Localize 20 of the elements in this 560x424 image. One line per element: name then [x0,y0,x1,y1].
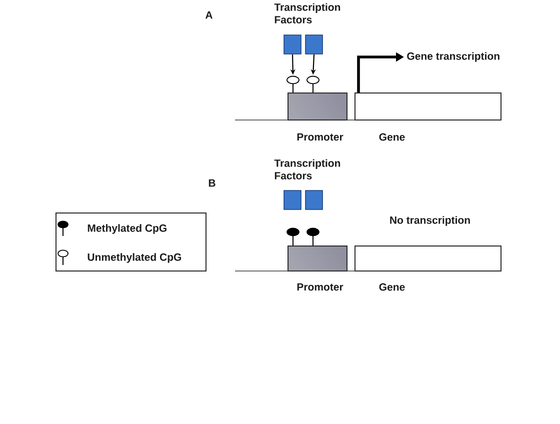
unmethylated-lollipop [306,76,320,94]
factor-block [284,190,302,210]
factor-block [305,34,323,54]
status-text: No transcription [390,216,470,226]
group-heading: Transcription Factors [274,3,340,24]
panel-letter: A [205,11,212,19]
group-heading: Transcription Factors [274,159,340,180]
panel-letter: B [208,179,216,187]
gene-label: Gene [379,133,405,141]
methylated-lollipop [286,228,300,246]
annotation-text: Gene transcription [407,52,500,62]
promoter-label: Promoter [297,133,344,141]
promoter-label: Promoter [297,283,344,291]
methylated-lollipop [306,228,320,246]
factor-block [284,34,302,54]
legend-text: Unmethylated CpG [88,253,182,263]
factor-block [305,190,323,210]
legend-text: Methylated CpG [88,224,166,234]
unmethylated-lollipop [286,76,300,94]
gene-label: Gene [379,283,405,291]
